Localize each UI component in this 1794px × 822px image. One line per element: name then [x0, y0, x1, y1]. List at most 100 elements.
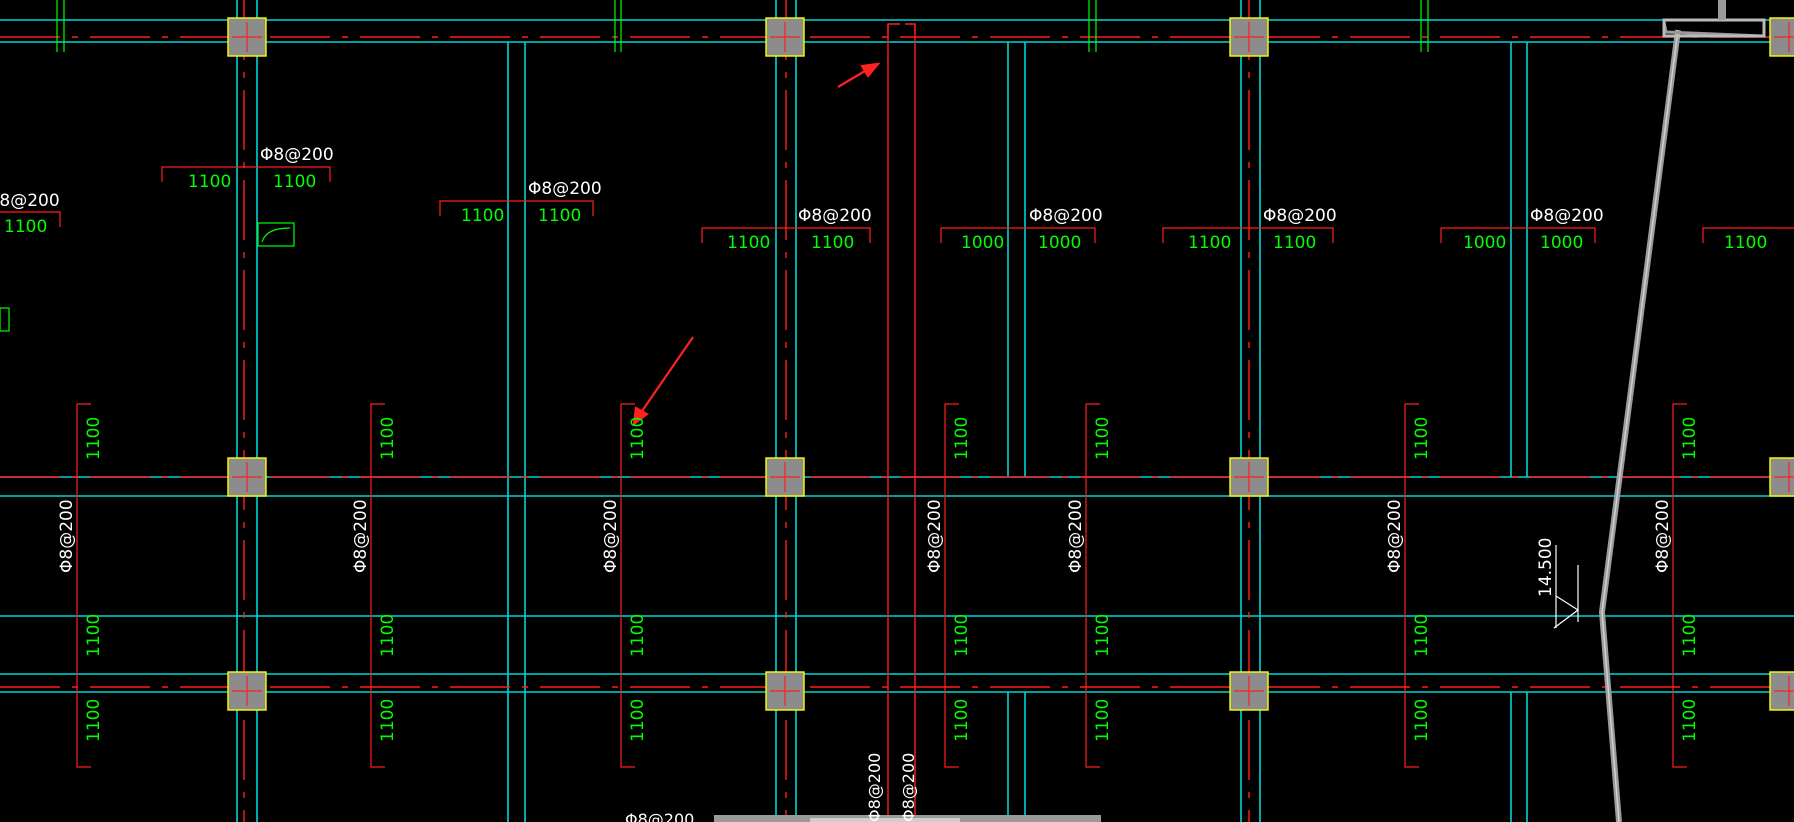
- arrow-shaft: [639, 336, 694, 415]
- vertical-rebar-dim-mid: 1100: [84, 614, 104, 657]
- vertical-rebar-spec: Φ8@200: [1653, 499, 1673, 573]
- vertical-rebar-dim-top: 1100: [378, 417, 398, 460]
- rebar-dim-label: 1000: [961, 233, 1004, 253]
- column: [227, 671, 267, 711]
- rebar-bracket: [1085, 403, 1100, 768]
- rebar-dim-label: 1000: [1038, 233, 1081, 253]
- small-green-boxes: [0, 222, 295, 332]
- column: [1229, 17, 1269, 57]
- rebar-spec-label: Φ8@200: [260, 145, 334, 165]
- column: [227, 457, 267, 497]
- green-box: [257, 222, 295, 247]
- rebar-spec-label: Φ8@200: [528, 179, 602, 199]
- column: [1769, 457, 1794, 497]
- rebar-spec-label: Φ8@200: [798, 206, 872, 226]
- vertical-rebar-dim-bottom: 1100: [628, 699, 648, 742]
- vertical-rebar-dim-bottom: 1100: [378, 699, 398, 742]
- rebar-dim-label: 1100: [273, 172, 316, 192]
- column: [765, 17, 805, 57]
- vertical-rebar-dim-top: 1100: [952, 417, 972, 460]
- rebar-dim-label: 1100: [1724, 233, 1767, 253]
- vertical-rebar-spec: Φ8@200: [601, 499, 621, 573]
- vertical-rebar-dim-mid: 1100: [1412, 614, 1432, 657]
- vertical-rebar-spec: Φ8@200: [925, 499, 945, 573]
- rebar-bracket: [620, 403, 635, 768]
- vertical-rebar-spec: Φ8@200: [57, 499, 77, 573]
- vertical-rebar-dim-top: 1100: [1412, 417, 1432, 460]
- top-rebar-brackets: [0, 166, 1794, 243]
- green-curve: [261, 227, 291, 243]
- bottom-rebar-spec: Φ8@200: [625, 810, 694, 822]
- arrow-head: [860, 62, 881, 78]
- rebar-dim-label: 1100: [811, 233, 854, 253]
- edge-rebar-spec: Φ8@200: [0, 191, 60, 211]
- vertical-rebar-brackets: [76, 403, 1687, 768]
- rebar-dim-label: 1100: [727, 233, 770, 253]
- rebar-dim-label: 1100: [188, 172, 231, 192]
- green-box: [0, 307, 10, 332]
- vertical-rebar-dim-mid: 1100: [628, 614, 648, 657]
- vertical-rebar-labels: 1100Φ8@200110011001100Φ8@200110011001100…: [57, 417, 1700, 742]
- column: [1769, 17, 1794, 57]
- rebar-spec-label: Φ8@200: [1029, 206, 1103, 226]
- bottom-rebar-spec: Φ8@200: [899, 753, 918, 822]
- rebar-bracket: [161, 166, 331, 182]
- bottom-status-bar-inner: [810, 818, 960, 822]
- rebar-dim-label: 1100: [1273, 233, 1316, 253]
- rebar-dim-label: 1000: [1463, 233, 1506, 253]
- vertical-rebar-spec: Φ8@200: [1066, 499, 1086, 573]
- vertical-rebar-dim-bottom: 1100: [1412, 699, 1432, 742]
- vertical-rebar-dim-bottom: 1100: [1093, 699, 1113, 742]
- rebar-bracket: [1702, 227, 1794, 243]
- rebar-bracket: [1404, 403, 1419, 768]
- section-mark: [905, 23, 916, 34]
- vertical-rebar-dim-mid: 1100: [952, 614, 972, 657]
- annotation-arrows: [632, 62, 881, 427]
- vertical-rebar-spec: Φ8@200: [1385, 499, 1405, 573]
- arrow-head: [632, 406, 650, 427]
- vertical-rebar-dim-mid: 1100: [1680, 614, 1700, 657]
- vertical-rebar-dim-top: 1100: [1680, 417, 1700, 460]
- bottom-rebar-spec: Φ8@200: [865, 753, 884, 822]
- section-mark: [887, 23, 900, 34]
- rebar-dim-label: 1100: [1188, 233, 1231, 253]
- rebar-dim-label: 1100: [461, 206, 504, 226]
- vertical-rebar-dim-mid: 1100: [1093, 614, 1113, 657]
- rebar-dim-label: 1100: [538, 206, 581, 226]
- vertical-rebar-dim-top: 1100: [1093, 417, 1113, 460]
- rebar-bracket: [1162, 227, 1334, 243]
- column: [765, 457, 805, 497]
- rebar-bracket: [439, 200, 594, 216]
- elevation-label: 14.500: [1536, 538, 1556, 597]
- rebar-bracket: [1672, 403, 1687, 768]
- vertical-rebar-dim-mid: 1100: [378, 614, 398, 657]
- rebar-bracket: [1440, 227, 1596, 243]
- elevation-marker: [1553, 545, 1579, 629]
- rebar-bracket: [940, 227, 1096, 243]
- column: [765, 671, 805, 711]
- site-boundary-line: [1598, 0, 1766, 822]
- vertical-rebar-dim-bottom: 1100: [1680, 699, 1700, 742]
- rebar-bracket: [370, 403, 385, 768]
- rebar-bracket: [76, 403, 91, 768]
- rebar-dim-label: 1000: [1540, 233, 1583, 253]
- rebar-spec-label: Φ8@200: [1263, 206, 1337, 226]
- column: [227, 17, 267, 57]
- vertical-rebar-spec: Φ8@200: [351, 499, 371, 573]
- boundary-block: [1662, 18, 1766, 38]
- vertical-rebar-dim-bottom: 1100: [84, 699, 104, 742]
- vertical-rebar-dim-bottom: 1100: [952, 699, 972, 742]
- boundary-block: [1718, 0, 1726, 20]
- edge-rebar-dim: 1100: [4, 217, 47, 237]
- rebar-bracket: [701, 227, 871, 243]
- column: [1769, 671, 1794, 711]
- top-green-markers: [56, 0, 1429, 52]
- vertical-rebar-dim-top: 1100: [84, 417, 104, 460]
- rebar-bracket: [0, 211, 61, 227]
- column: [1229, 671, 1269, 711]
- column: [1229, 457, 1269, 497]
- rebar-spec-label: Φ8@200: [1530, 206, 1604, 226]
